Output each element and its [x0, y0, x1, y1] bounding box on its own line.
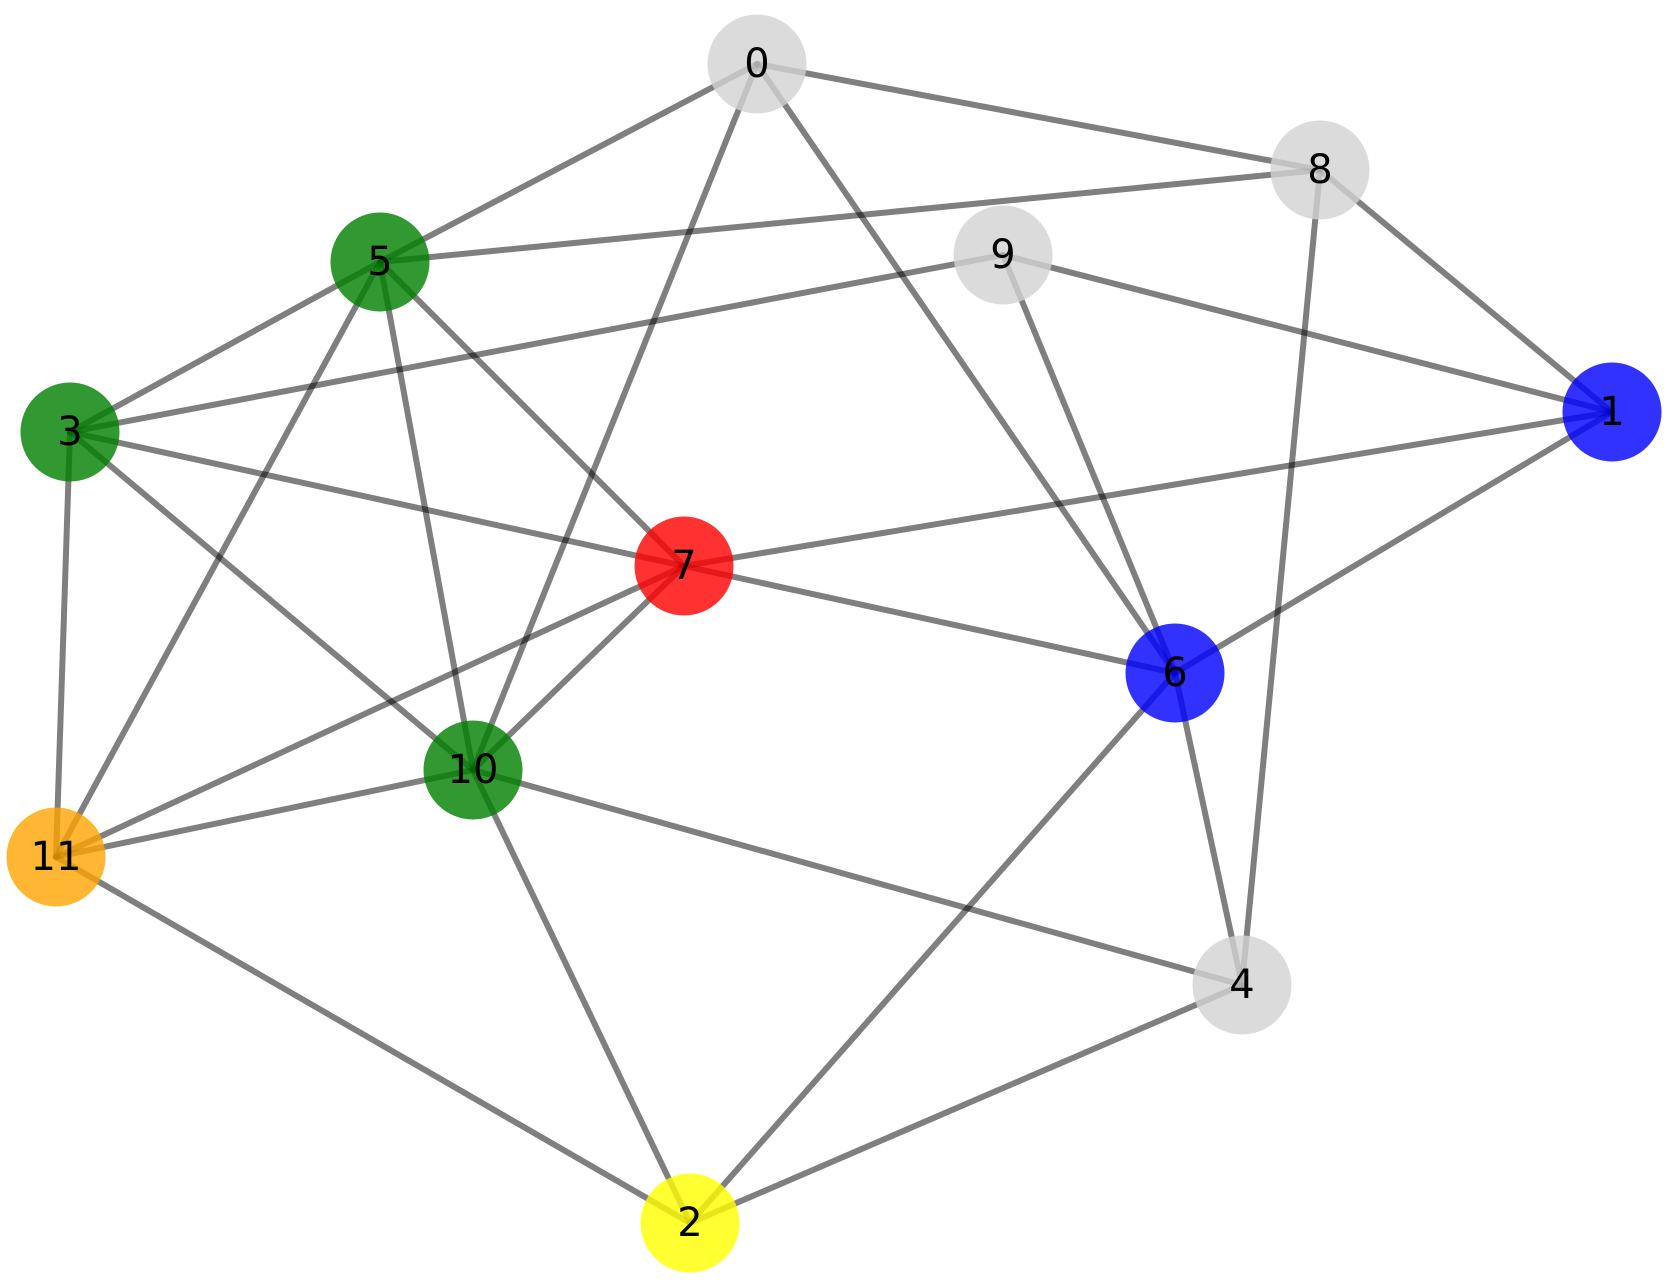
edge-6-2: [687, 670, 1178, 1226]
node-label-6: 6: [1162, 650, 1187, 696]
edge-1-6: [1172, 409, 1615, 676]
node-1: 1: [1562, 362, 1662, 462]
node-circle-3: [20, 382, 120, 482]
edge-0-5: [377, 61, 760, 265]
edge-5-3: [67, 259, 383, 435]
edge-8-5: [377, 167, 1323, 265]
node-9: 9: [953, 205, 1053, 305]
node-label-3: 3: [57, 409, 82, 455]
edge-0-6: [754, 61, 1178, 676]
edge-10-4: [470, 767, 1245, 988]
node-7: 7: [634, 516, 734, 616]
edge-3-7: [67, 429, 687, 569]
edge-8-4: [1239, 167, 1323, 988]
node-10: 10: [423, 720, 523, 820]
node-circle-7: [634, 516, 734, 616]
node-label-11: 11: [31, 834, 82, 880]
edge-8-1: [1317, 167, 1615, 415]
node-label-5: 5: [367, 239, 392, 285]
edge-0-8: [754, 61, 1323, 173]
edge-7-6: [681, 563, 1178, 676]
node-0: 0: [707, 14, 807, 114]
node-circle-2: [640, 1173, 740, 1273]
node-label-8: 8: [1307, 147, 1332, 193]
edge-0-10: [470, 61, 760, 773]
node-circle-8: [1270, 120, 1370, 220]
edge-10-2: [470, 767, 693, 1226]
node-label-9: 9: [990, 232, 1015, 278]
node-circle-6: [1125, 623, 1225, 723]
node-label-2: 2: [677, 1200, 702, 1246]
edge-6-4: [1172, 670, 1245, 988]
node-5: 5: [330, 212, 430, 312]
node-circle-5: [330, 212, 430, 312]
edge-5-7: [377, 259, 687, 569]
nodes-layer: 0 1 2 3 4 5 6 7 8 9 10 11: [6, 14, 1662, 1273]
edge-5-10: [377, 259, 476, 773]
node-6: 6: [1125, 623, 1225, 723]
node-circle-1: [1562, 362, 1662, 462]
node-11: 11: [6, 807, 106, 907]
edge-7-11: [53, 563, 687, 860]
node-label-0: 0: [744, 41, 769, 87]
node-circle-10: [423, 720, 523, 820]
edge-11-2: [53, 854, 693, 1226]
node-2: 2: [640, 1173, 740, 1273]
node-3: 3: [20, 382, 120, 482]
node-circle-11: [6, 807, 106, 907]
edge-9-6: [1000, 252, 1178, 676]
node-label-10: 10: [448, 747, 499, 793]
node-label-4: 4: [1229, 962, 1254, 1008]
node-4: 4: [1192, 935, 1292, 1035]
edge-3-11: [53, 429, 73, 860]
node-label-1: 1: [1599, 389, 1624, 435]
node-8: 8: [1270, 120, 1370, 220]
edge-9-1: [1000, 252, 1615, 415]
edge-10-11: [53, 767, 476, 860]
edge-3-10: [67, 429, 476, 773]
node-circle-9: [953, 205, 1053, 305]
node-circle-0: [707, 14, 807, 114]
edges-layer: [53, 61, 1615, 1226]
node-circle-4: [1192, 935, 1292, 1035]
edge-1-7: [681, 409, 1615, 569]
node-label-7: 7: [671, 543, 696, 589]
edge-9-3: [67, 252, 1006, 435]
edge-4-2: [687, 982, 1245, 1226]
